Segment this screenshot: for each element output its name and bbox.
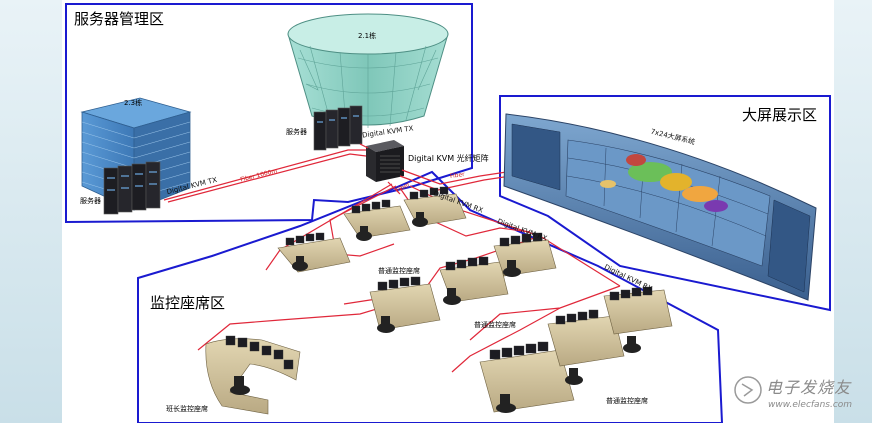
- server-rack-right: [313, 105, 363, 151]
- monitor-zone-border: [137, 170, 724, 423]
- server-rack-left: [103, 161, 161, 215]
- chairs: [230, 212, 641, 413]
- server-zone-border: [65, 3, 473, 224]
- building-2-3-label: 2.3栋: [124, 99, 143, 107]
- watermark-brand: 电子发烧友: [766, 378, 852, 397]
- screen-zone-title: 大屏展示区: [742, 106, 818, 124]
- monitor-zone-title: 监控座席区: [150, 294, 226, 312]
- seat-label-3: 普通监控座席: [606, 397, 648, 405]
- building-2-1-label: 2.1栋: [358, 32, 377, 40]
- kvm-matrix-switch: [366, 140, 404, 182]
- seat-label-1: 普通监控座席: [378, 267, 420, 275]
- server-label-right: 服务器: [286, 128, 307, 136]
- server-zone-title: 服务器管理区: [74, 10, 165, 28]
- video-wall: [503, 113, 817, 301]
- screen-zone-border: [499, 95, 831, 312]
- chief-seat-label: 班长监控座席: [166, 405, 208, 413]
- left-background-margin: [0, 0, 62, 423]
- building-2-1-dome: [287, 13, 449, 128]
- server-label-left: 服务器: [80, 197, 101, 205]
- watermark-url: www.elecfans.com: [768, 400, 853, 410]
- kvm-matrix-label: Digital KVM 光纤矩阵: [408, 154, 489, 163]
- workstation-row-3: [479, 289, 673, 413]
- seat-label-2: 普通监控座席: [474, 321, 516, 329]
- watermark-logo-icon: [734, 376, 762, 404]
- monitors: [225, 186, 653, 370]
- right-background-margin: [834, 0, 872, 423]
